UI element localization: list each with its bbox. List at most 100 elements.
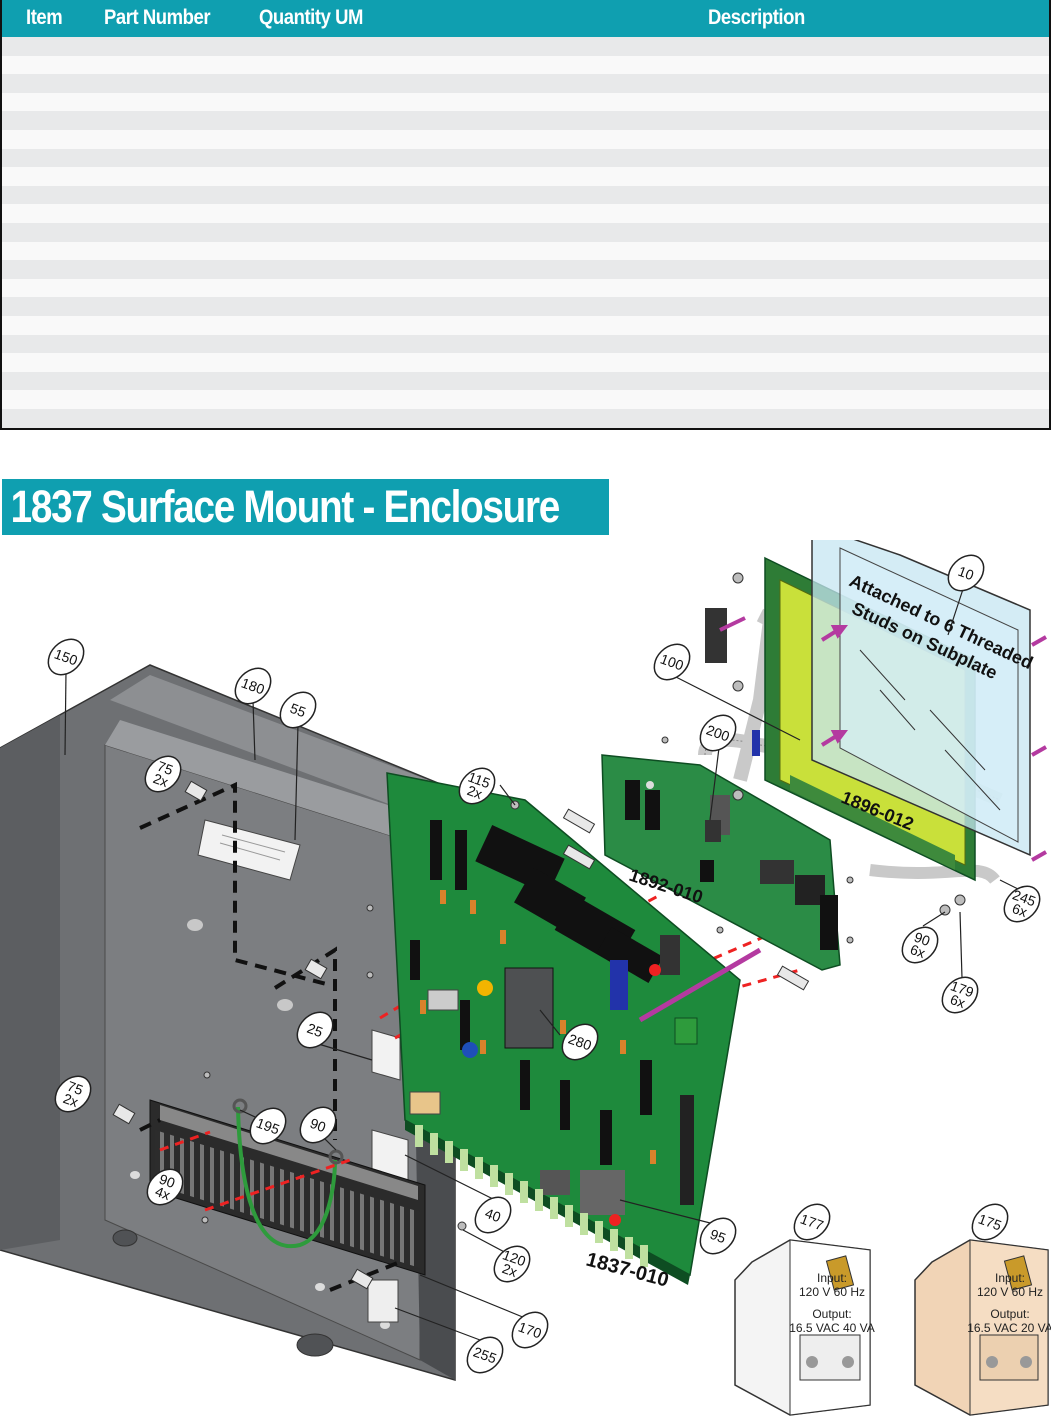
table-row	[2, 130, 1049, 149]
mounting-guides	[139, 781, 401, 1292]
t175-input-label: Input:	[995, 1271, 1025, 1285]
callout-text: 195	[254, 1114, 282, 1137]
callout-text: 280	[566, 1030, 594, 1053]
callout-95: 95	[699, 1217, 737, 1255]
callout-text: 175	[976, 1210, 1004, 1233]
callout-55: 55	[279, 691, 317, 729]
callout-text: 10	[956, 563, 976, 583]
ground-wire	[236, 1106, 337, 1249]
t177-input-value: 120 V 60 Hz	[799, 1285, 865, 1299]
callout-180: 180	[234, 667, 272, 705]
callout-100: 100	[653, 643, 691, 681]
callout-255: 255	[466, 1336, 504, 1374]
section-title: 1837 Surface Mount - Enclosure	[10, 481, 561, 532]
callout-90: 90	[299, 1106, 337, 1144]
callout-text: 1152x	[462, 769, 493, 804]
callout-text: 90	[308, 1115, 328, 1135]
section-title-banner: 1837 Surface Mount - Enclosure	[2, 479, 609, 535]
callout-text: 170	[516, 1318, 544, 1341]
header-part-number: Part Number	[104, 6, 211, 29]
callout-text: 904x	[153, 1171, 178, 1204]
table-header: Item Part Number Quantity UM Description	[2, 0, 1049, 37]
callout-text: 180	[239, 674, 267, 697]
callout-text: 752x	[151, 758, 176, 791]
table-row	[2, 241, 1049, 261]
parts-table: Item Part Number Quantity UM Description	[0, 0, 1051, 430]
t175-output-label: Output:	[990, 1307, 1029, 1321]
table-body	[2, 37, 1049, 428]
callout-text: 1796x	[944, 977, 976, 1012]
exploded-parts-diagram: 1837-010 1892-010 189	[0, 540, 1051, 1416]
callout-text: 55	[288, 700, 308, 720]
callout-25: 25	[296, 1011, 334, 1049]
table-row	[2, 167, 1049, 187]
table-row	[2, 260, 1049, 280]
screws	[201, 572, 966, 1231]
table-row	[2, 371, 1049, 391]
table-row	[2, 409, 1049, 428]
table-row	[2, 390, 1049, 410]
callout-text: 40	[483, 1205, 503, 1225]
callout-195: 195	[249, 1107, 287, 1145]
callout-bubbles: 150 180 55 752x 1152x 25 280 752x 195 90 904x 40 95 1…	[47, 554, 1041, 1374]
leader-lines	[64, 582, 1021, 1341]
callout-245-6x: 2456x	[1003, 885, 1041, 923]
callout-75-2x: 752x	[144, 755, 182, 793]
table-row	[2, 334, 1049, 354]
table-row	[2, 92, 1049, 112]
callout-200: 200	[699, 714, 737, 752]
t175-input-value: 120 V 60 Hz	[977, 1285, 1043, 1299]
table-row	[2, 55, 1049, 75]
table-row	[2, 297, 1049, 317]
table-row	[2, 353, 1049, 373]
callout-90-6x: 906x	[901, 926, 939, 964]
table-row	[2, 316, 1049, 335]
callout-115-2x: 1152x	[458, 767, 496, 805]
callout-75-2x: 752x	[54, 1075, 92, 1113]
callout-150: 150	[47, 638, 85, 676]
callout-text: 200	[704, 721, 732, 744]
callout-text: 95	[708, 1226, 728, 1246]
table-row	[2, 185, 1049, 205]
callout-177: 177	[793, 1203, 831, 1241]
table-row	[2, 37, 1049, 56]
header-quantity-um: Quantity UM	[259, 6, 363, 29]
callout-text: 150	[52, 645, 80, 668]
callout-text: 177	[798, 1210, 826, 1233]
t177-output-value: 16.5 VAC 40 VA	[789, 1321, 875, 1335]
callout-text: 1202x	[496, 1246, 528, 1281]
header-item: Item	[26, 6, 63, 29]
table-row	[2, 278, 1049, 298]
callout-text: 25	[305, 1020, 325, 1040]
transformer-177-text: Input: 120 V 60 Hz Output: 16.5 VAC 40 V…	[789, 1271, 875, 1335]
stud-arrows	[719, 616, 1047, 862]
transformer-177	[734, 1239, 871, 1416]
table-row	[2, 223, 1049, 242]
t175-output-value: 16.5 VAC 20 VA	[967, 1321, 1051, 1335]
transformer-175-text: Input: 120 V 60 Hz Output: 16.5 VAC 20 V…	[967, 1271, 1051, 1335]
transformer-175	[914, 1239, 1049, 1416]
callout-text: 2456x	[1006, 886, 1038, 921]
callout-280: 280	[561, 1023, 599, 1061]
callout-text: 752x	[61, 1078, 86, 1111]
callout-text: 255	[471, 1343, 499, 1366]
main-board	[386, 772, 741, 1285]
t177-input-label: Input:	[817, 1271, 847, 1285]
callout-170: 170	[511, 1311, 549, 1349]
table-row	[2, 148, 1049, 168]
callout-40: 40	[474, 1196, 512, 1234]
t177-output-label: Output:	[812, 1307, 851, 1321]
callout-120-2x: 1202x	[493, 1245, 531, 1283]
standoffs	[112, 780, 810, 1290]
callout-text: 100	[658, 650, 686, 673]
protective-cover	[811, 540, 1031, 857]
table-row	[2, 204, 1049, 224]
callout-175: 175	[971, 1203, 1009, 1241]
header-description: Description	[708, 6, 805, 29]
callout-10: 10	[947, 554, 985, 592]
terminal-block	[149, 1099, 426, 1276]
table-row	[2, 74, 1049, 94]
callout-179-6x: 1796x	[941, 976, 979, 1014]
callout-90-4x: 904x	[146, 1168, 184, 1206]
callout-text: 906x	[908, 929, 933, 962]
